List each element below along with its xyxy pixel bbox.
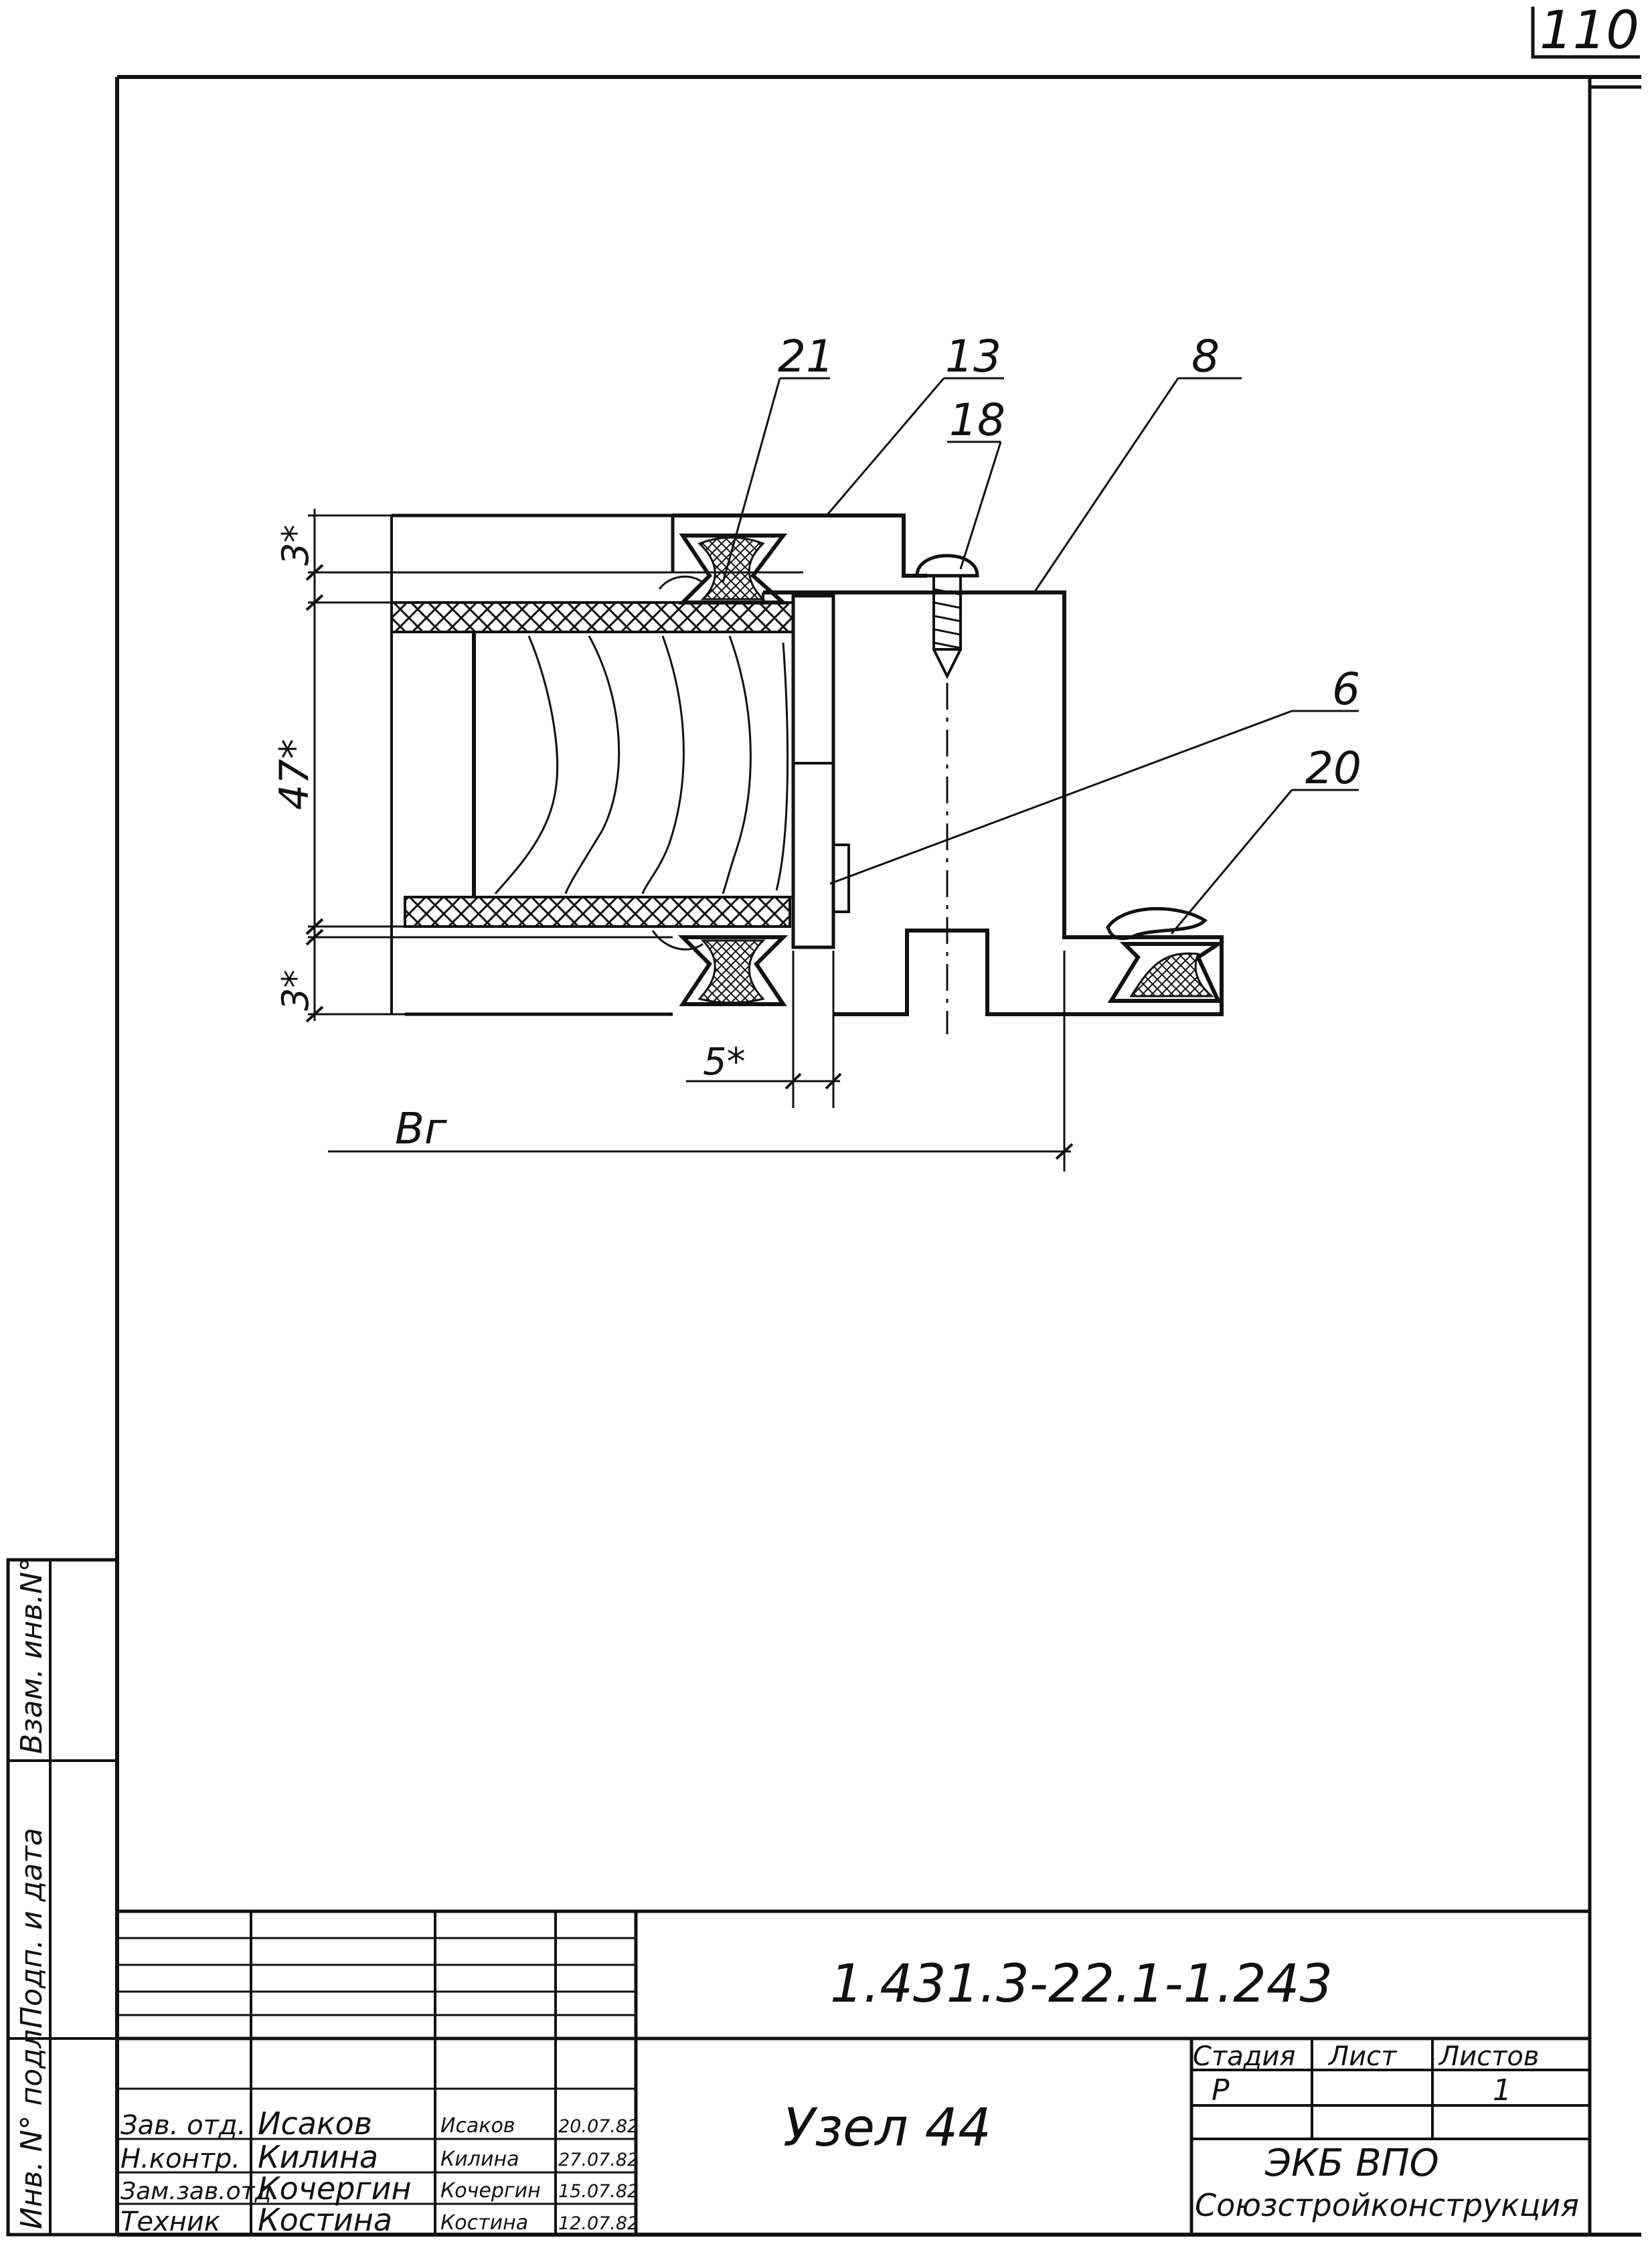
signature-row: Зав. отд. Исаков Исаков 20.07.82 <box>120 2105 639 2142</box>
stage-label: Стадия <box>1193 2041 1295 2072</box>
row-name: Кочергин <box>258 2170 412 2207</box>
signature-row: Техник Костина Костина 12.07.82 <box>120 2202 639 2238</box>
row-role: Техник <box>120 2207 220 2237</box>
row-date: 15.07.82 <box>558 2181 639 2202</box>
row-role: Н.контр. <box>120 2144 240 2174</box>
organization-line1: ЭКБ ВПО <box>1264 2142 1439 2185</box>
sign-date-label: Подп. и дата <box>15 1828 49 2028</box>
seal-21-bottom <box>651 930 789 1006</box>
dim-width: Bг <box>395 1105 447 1154</box>
row-role: Зав. отд. <box>120 2110 246 2141</box>
screw-18 <box>915 554 979 679</box>
row-signature: Кочергин <box>440 2179 541 2203</box>
callout-20: 20 <box>1305 742 1361 794</box>
row-date: 20.07.82 <box>558 2116 639 2137</box>
sheets-value: 1 <box>1493 2073 1511 2107</box>
seal-20 <box>1106 906 1225 1003</box>
sheet-number: 110 <box>1540 1 1639 61</box>
sheets-label: Листов <box>1438 2041 1539 2072</box>
row-name: Исаков <box>258 2105 372 2142</box>
callout-8: 8 <box>1191 331 1220 382</box>
sheet-label: Лист <box>1327 2041 1398 2072</box>
callout-13: 13 <box>945 331 1001 382</box>
side-stamp: Взам. инв.N° Подп. и дата Инв. N° подл. <box>6 1557 119 2237</box>
row-role: Зам.зав.отд. <box>120 2178 279 2205</box>
signature-row: Зам.зав.отд. Кочергин Кочергин 15.07.82 <box>120 2170 639 2207</box>
document-code: 1.431.3-22.1-1.243 <box>830 1954 1333 2014</box>
row-signature: Костина <box>440 2211 528 2235</box>
organization-line2: Союзстройконструкция <box>1195 2187 1579 2223</box>
drawing-title: Узел 44 <box>783 2098 991 2158</box>
section-drawing <box>305 377 1359 1172</box>
row-date: 27.07.82 <box>558 2150 639 2170</box>
dim-offset: 5* <box>703 1040 746 1084</box>
dim-height: 47* <box>271 739 318 810</box>
stage-value: Р <box>1212 2073 1230 2107</box>
dim-bottom-gap: 3* <box>274 970 317 1011</box>
signature-row: Н.контр. Килина Килина 27.07.82 <box>120 2139 639 2175</box>
callout-6: 6 <box>1332 663 1360 715</box>
seal-21-top <box>658 534 789 605</box>
row-signature: Исаков <box>440 2114 515 2138</box>
sheet-number-box: 110 <box>1531 1 1640 61</box>
bottom-sheathing <box>404 896 791 928</box>
row-signature: Килина <box>440 2148 519 2171</box>
top-sheathing <box>390 601 795 633</box>
callout-18: 18 <box>949 394 1005 446</box>
row-date: 12.07.82 <box>558 2213 639 2234</box>
callout-21: 21 <box>778 331 834 382</box>
replace-inv-label: Взам. инв.N° <box>15 1557 49 1754</box>
inv-no-label: Инв. N° подл. <box>15 2020 49 2229</box>
row-name: Килина <box>258 2139 378 2175</box>
row-name: Костина <box>258 2202 392 2238</box>
dim-top-gap: 3* <box>274 525 317 566</box>
title-block <box>117 1909 1590 2235</box>
